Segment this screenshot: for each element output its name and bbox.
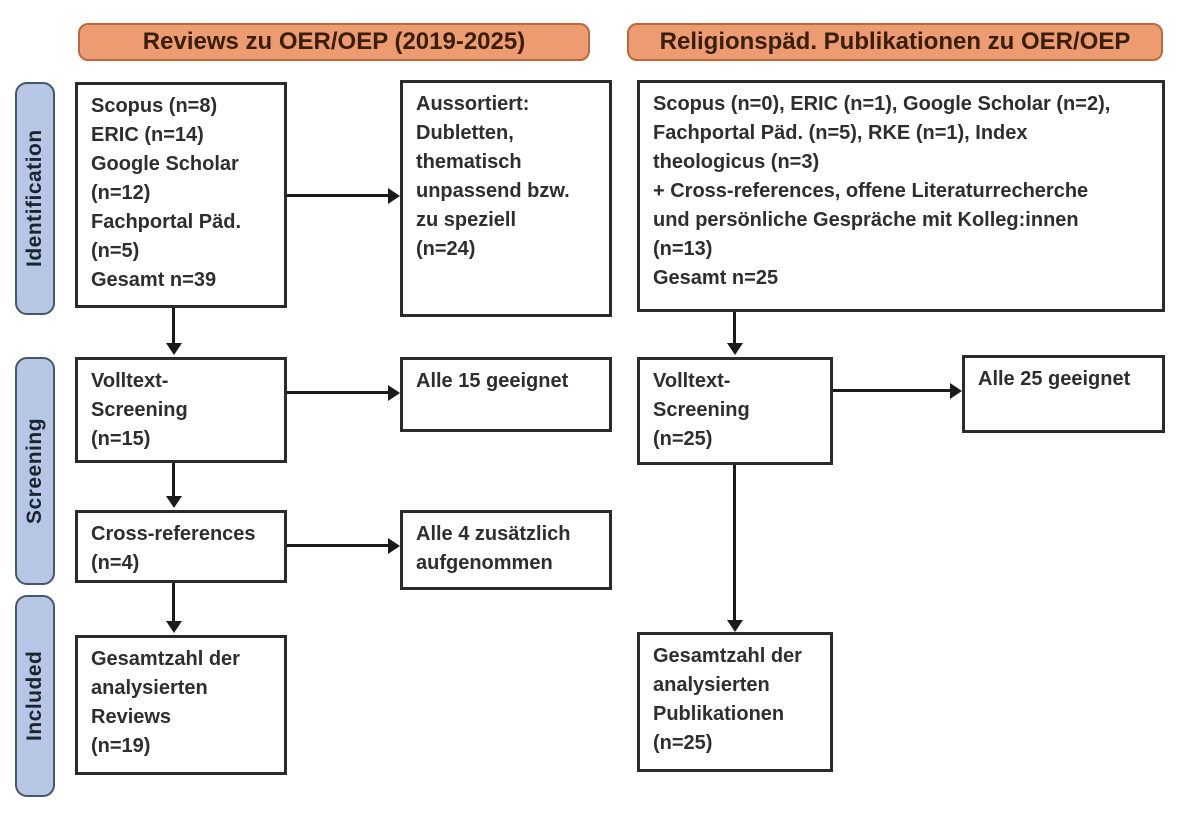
box-left-fulltext-result: Alle 15 geeignet xyxy=(400,357,612,432)
box-left-cross-references: Cross-references (n=4) xyxy=(75,510,287,583)
arrow-right-fulltext-to-result xyxy=(833,382,962,399)
arrow-left-sources-to-fulltext xyxy=(165,308,182,355)
column-header-reviews: Reviews zu OER/OEP (2019-2025) xyxy=(78,23,590,61)
arrow-right-sources-to-fulltext xyxy=(726,312,743,355)
box-right-sources: Scopus (n=0), ERIC (n=1), Google Scholar… xyxy=(637,80,1165,312)
arrow-left-fulltext-to-result xyxy=(287,384,400,401)
arrow-right-fulltext-to-included xyxy=(726,465,743,632)
box-left-included-total: Gesamtzahl der analysierten Reviews (n=1… xyxy=(75,635,287,775)
stage-label-screening: Screening xyxy=(15,357,55,585)
stage-label-included: Included xyxy=(15,595,55,797)
box-left-sources: Scopus (n=8) ERIC (n=14) Google Scholar … xyxy=(75,82,287,308)
arrow-left-crossref-to-result xyxy=(287,537,400,554)
box-right-fulltext-result: Alle 25 geeignet xyxy=(962,355,1165,433)
box-right-included-total: Gesamtzahl der analysierten Publikatione… xyxy=(637,632,833,772)
column-header-religionspaed: Religionspäd. Publikationen zu OER/OEP xyxy=(627,23,1163,61)
box-left-fulltext-screening: Volltext- Screening (n=15) xyxy=(75,357,287,463)
arrow-left-crossref-to-included xyxy=(165,583,182,633)
box-left-cross-references-result: Alle 4 zusätzlich aufgenommen xyxy=(400,510,612,590)
stage-label-identification: Identification xyxy=(15,82,55,315)
arrow-left-sources-to-excluded xyxy=(287,187,400,204)
box-left-excluded: Aussortiert: Dubletten, thematisch unpas… xyxy=(400,80,612,317)
box-right-fulltext-screening: Volltext- Screening (n=25) xyxy=(637,357,833,465)
arrow-left-fulltext-to-crossref xyxy=(165,463,182,508)
